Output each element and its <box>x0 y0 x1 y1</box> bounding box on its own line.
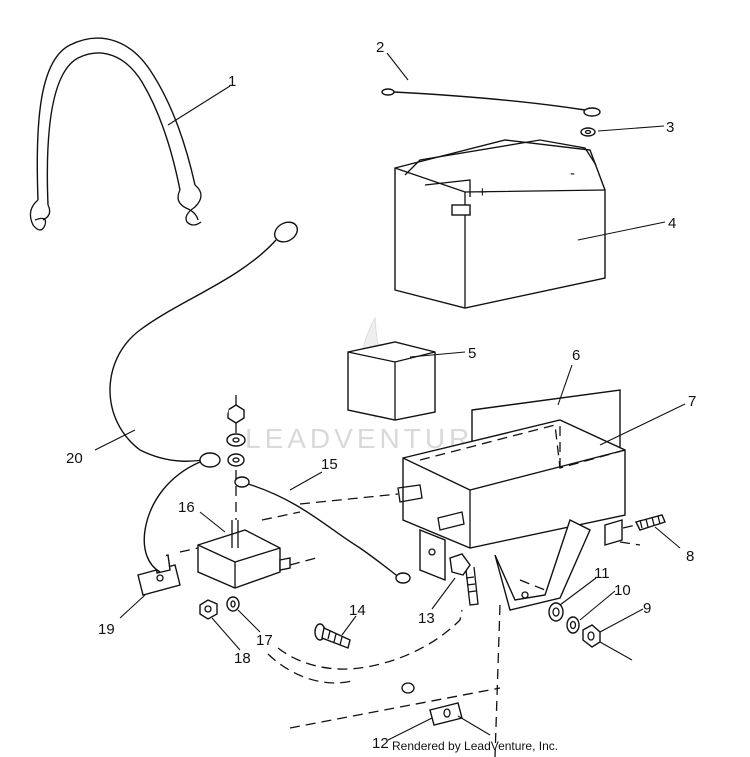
callout-12: 12 <box>372 735 389 752</box>
battery-box <box>402 389 626 611</box>
cable-1 <box>29 37 202 231</box>
bolt-8 <box>622 514 666 531</box>
callout-10: 10 <box>614 582 631 599</box>
hardware-17-18 <box>199 596 240 620</box>
cable-15 <box>234 476 411 584</box>
svg-text:-: - <box>570 165 575 182</box>
callout-19: 19 <box>98 621 115 638</box>
callout-11: 11 <box>594 565 610 582</box>
battery: + - <box>394 139 606 309</box>
bolt-14 <box>314 623 351 649</box>
callout-18: 18 <box>234 650 251 667</box>
leader-lines <box>94 52 686 741</box>
callout-5: 5 <box>468 345 476 362</box>
callout-13: 13 <box>418 610 435 627</box>
svg-text:+: + <box>478 184 487 201</box>
credit-text: Rendered by LeadVenture, Inc. <box>392 739 558 753</box>
callout-4: 4 <box>668 215 676 232</box>
assembly-lines <box>179 484 641 757</box>
callout-2: 2 <box>376 39 384 56</box>
callout-9: 9 <box>643 600 651 617</box>
cable-2 <box>381 88 601 117</box>
bolt-13 <box>449 553 479 606</box>
clip-12 <box>401 682 463 726</box>
hardware-9-10-11 <box>548 602 633 661</box>
callout-3: 3 <box>666 119 674 136</box>
cable-20 <box>109 221 299 573</box>
terminal-hardware <box>226 395 246 520</box>
block-5 <box>347 341 436 421</box>
washer-3 <box>580 127 596 137</box>
callout-20: 20 <box>66 450 83 467</box>
callout-6: 6 <box>572 347 580 364</box>
callout-15: 15 <box>321 456 338 473</box>
callout-14: 14 <box>349 602 366 619</box>
callout-1: 1 <box>228 73 236 90</box>
solenoid <box>197 520 291 589</box>
callout-16: 16 <box>178 499 195 516</box>
callout-7: 7 <box>688 393 696 410</box>
callouts: 1 2 3 4 5 6 7 8 9 10 11 12 13 14 15 16 1… <box>66 39 696 752</box>
callout-8: 8 <box>686 548 694 565</box>
callout-17: 17 <box>256 632 273 649</box>
